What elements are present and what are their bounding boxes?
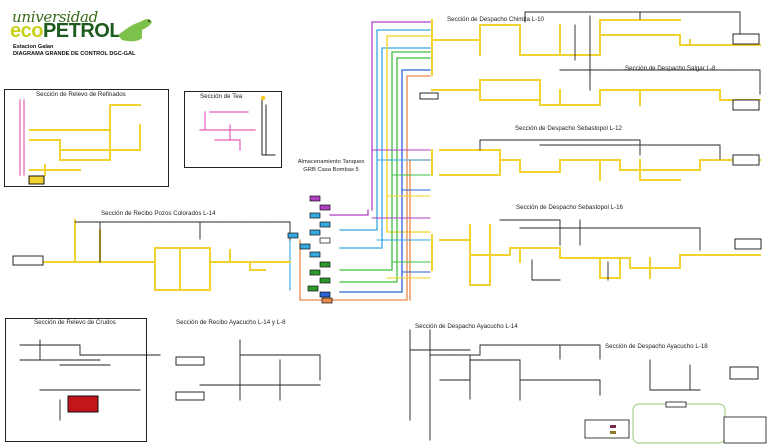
terminal-chimita [732, 33, 760, 45]
section-title-almacenamiento: Almacenamiento Tanques GRB Casa Bombas 5 [297, 159, 365, 173]
storage-tank [319, 277, 331, 284]
section-title-ayacucho-18: Sección de Despacho Ayacucho L-18 [605, 343, 708, 350]
storage-tank [319, 221, 331, 228]
manifold-darkblue-line [339, 69, 431, 293]
storage-tank [309, 269, 321, 276]
section-title-salgar: Sección de Despacho Salgar L-8 [625, 65, 716, 72]
manifold-green-line [339, 51, 431, 283]
flare-icon [260, 95, 266, 101]
legend-panel [632, 403, 726, 444]
storage-tank [319, 261, 331, 268]
storage-tank [309, 195, 321, 202]
manifold-lightblue-line [339, 29, 431, 249]
terminal-recibo-ayacucho-2 [175, 391, 205, 401]
section-title-chimita: Sección de Despacho Chimita L-10 [447, 16, 544, 23]
manifold-purple-line [329, 21, 431, 216]
status-table [584, 419, 630, 439]
terminal-ayacucho-18 [729, 366, 759, 380]
section-title-tea: Sección de Tea [200, 93, 243, 100]
notes-table [723, 416, 767, 444]
storage-tank [299, 243, 311, 250]
logo-petrol: PETROL [42, 20, 122, 42]
terminal-salgar [732, 99, 760, 111]
terminal-recibo-ayacucho-1 [175, 356, 205, 366]
diagram-title: DIAGRAMA GRANDE DE CONTROL DGC-GAL [13, 51, 136, 57]
manifold-orange-line [299, 75, 431, 301]
crude-tank [67, 395, 99, 413]
storage-tank [319, 204, 331, 211]
section-title-relevo-refinados: Sección de Relevo de Refinados [36, 91, 126, 98]
storage-tanks [287, 195, 333, 304]
terminal-boxes [12, 33, 762, 401]
relevo-crudos-panel [5, 318, 147, 442]
section-title-sebastopol-12: Sección de Despacho Sebastopol L-12 [515, 125, 622, 132]
terminal-pozos-colorados [12, 255, 44, 266]
refinados-pump-house [28, 175, 45, 185]
storage-tank [309, 212, 321, 219]
storage-tank [307, 285, 319, 292]
terminal-salgar-input [419, 92, 439, 100]
section-title-ayacucho-14: Sección de Despacho Ayacucho L-14 [415, 323, 518, 330]
logo-universidad: universidad [12, 8, 98, 26]
product-lines [29, 19, 761, 291]
storage-tank [319, 237, 331, 244]
storage-tank [287, 232, 299, 239]
section-title-recibo-ayacucho: Sección de Recibo Ayacucho L-14 y L-8 [176, 319, 286, 326]
terminal-sebastopol-16 [734, 238, 762, 250]
logo-eco: eco [10, 20, 43, 42]
legend-title-box [665, 401, 687, 408]
storage-tank [309, 251, 321, 258]
manifold-yellow-line [386, 35, 431, 233]
terminal-sebastopol-12 [732, 154, 760, 166]
section-title-relevo-crudos: Sección de Relevo de Crudos [34, 319, 116, 326]
flare-stack [261, 99, 276, 156]
storage-tank [319, 291, 331, 298]
station-name: Estacion Galan [13, 44, 54, 50]
storage-tank [309, 229, 321, 236]
section-title-recibo-pozos: Sección de Recibo Pozos Colorados L-14 [101, 210, 216, 217]
tea-lines [19, 99, 256, 176]
logo-ecopetrol: ecoPETROL [10, 20, 122, 43]
storage-tank [321, 297, 333, 304]
section-title-sebastopol-16: Sección de Despacho Sebastopol L-16 [516, 204, 623, 211]
